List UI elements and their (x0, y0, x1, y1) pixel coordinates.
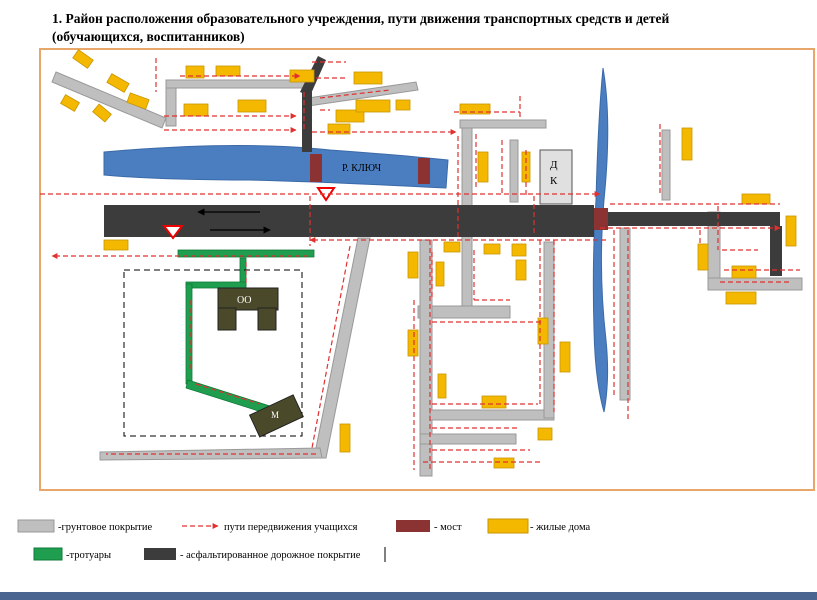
student-paths (40, 58, 800, 470)
legend-bridge-swatch (396, 520, 430, 532)
shop-label: М (271, 410, 279, 420)
asphalt-roads (104, 56, 782, 276)
school-building (217, 287, 279, 331)
dk-label-2: К (550, 175, 558, 187)
bottom-bar (0, 592, 817, 600)
bridges (310, 154, 608, 230)
legend-asphalt-swatch (144, 548, 176, 560)
school-zone (123, 269, 303, 437)
legend-sidewalk-label: -тротуары (66, 550, 111, 561)
legend: -грунтовое покрытие пути передвижения уч… (17, 518, 591, 562)
traffic-arrows (197, 208, 271, 234)
shop-building (248, 394, 304, 438)
dk-building (539, 149, 573, 205)
page-title: 1. Район расположения образовательного у… (52, 11, 670, 44)
legend-bridge-label: - мост (434, 522, 462, 533)
legend-house-swatch (487, 518, 529, 534)
legend-dirt-swatch (17, 519, 55, 533)
school-label: ОО (237, 295, 251, 306)
dk-label-1: Д (550, 159, 558, 171)
legend-asphalt-label: - асфальтированное дорожное покрытие (180, 550, 361, 561)
legend-dirt-label: -грунтовое покрытие (58, 522, 153, 533)
school-paths (189, 262, 261, 405)
map-frame (39, 48, 815, 491)
houses (60, 49, 797, 469)
legend-sidewalk-swatch (33, 547, 63, 561)
river-label: Р. КЛЮЧ (342, 163, 382, 174)
legend-path-label: пути передвижения учащихся (224, 522, 358, 533)
river (103, 144, 449, 189)
river-vertical (592, 67, 609, 413)
legend-house-label: - жилые дома (530, 522, 591, 533)
